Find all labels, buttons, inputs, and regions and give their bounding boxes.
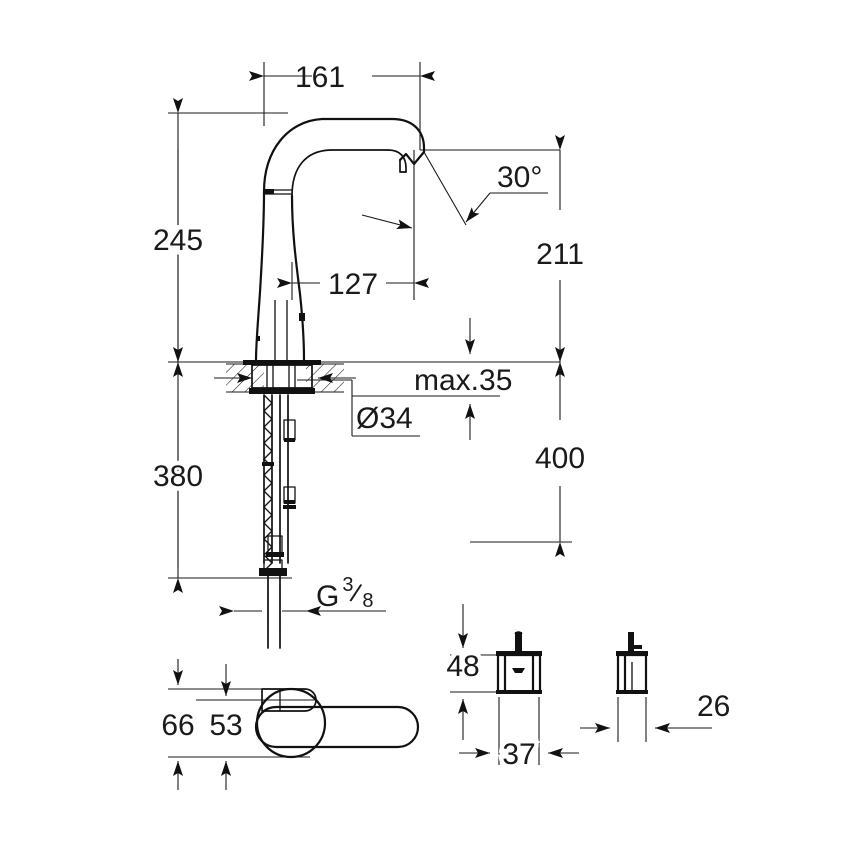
base-flange-assembly [243, 360, 321, 394]
cartridge-front-view: 48 37 [442, 604, 579, 776]
dimension-label-53: 53 [209, 709, 242, 742]
dimension-label-37: 37 [502, 738, 535, 771]
dimension-label-66: 66 [161, 709, 194, 742]
dimension-label-48: 48 [446, 650, 479, 683]
dimension-label-380: 380 [153, 460, 203, 493]
dimension-label-161: 161 [295, 61, 345, 94]
dimension-label-127: 127 [328, 268, 378, 301]
dimension-label-245: 245 [153, 224, 203, 257]
dimension-label-211: 211 [536, 238, 584, 271]
top-plan-view: 66 53 [157, 659, 420, 790]
thread-denominator: 8 [362, 590, 374, 612]
shank-and-hoses [259, 394, 296, 649]
cartridge-side-view: 26 [580, 632, 730, 742]
thread-prefix-label: G [316, 580, 340, 613]
thread-numerator: 3 [342, 574, 354, 596]
dimension-label-g38-group: G 3 / 8 [316, 574, 377, 613]
dimension-30deg [361, 151, 548, 230]
projection-lines [168, 62, 572, 579]
dimension-label-26: 26 [697, 690, 730, 723]
dimension-label-max35: max.35 [414, 364, 512, 397]
dimension-label-dia34: Ø34 [356, 402, 413, 435]
dimension-label-400: 400 [535, 442, 585, 475]
thread-fraction: 3 / 8 [339, 574, 377, 612]
front-elevation-view: 161 245 380 127 [148, 61, 590, 649]
dimension-label-30deg: 30° [497, 161, 542, 194]
faucet-body [254, 117, 426, 362]
